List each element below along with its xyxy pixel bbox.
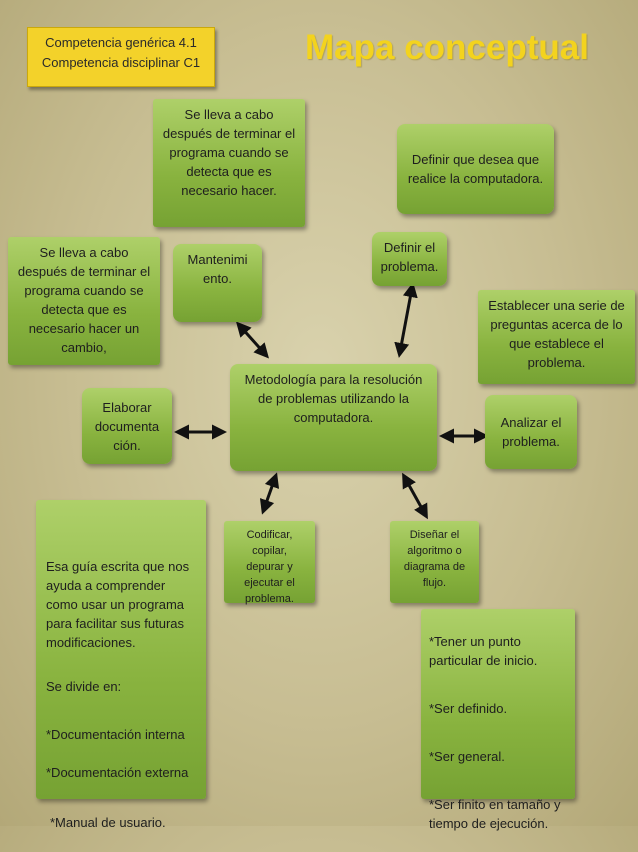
code-step: Codificar, copilar, depurar y ejecutar e… — [224, 521, 315, 605]
document-step: Elaborar documenta ción. — [82, 388, 172, 464]
property-general: *Ser general. — [429, 749, 505, 764]
documentation-manual: *Manual de usuario. — [50, 815, 166, 830]
define-description: Definir que desea que realice la computa… — [397, 124, 554, 214]
maintain-step: Mantenimi ento. — [173, 244, 262, 322]
documentation-internal: *Documentación interna — [46, 727, 185, 742]
maintain-left-description: Se lleva a cabo después de terminar el p… — [8, 237, 160, 365]
documentation-divide: Se divide en: — [46, 679, 122, 694]
center-concept: Metodología para la resolución de proble… — [230, 364, 437, 471]
property-start: *Tener un punto particular de inicio. — [429, 634, 538, 668]
competence-generic-label: Competencia genérica 4.1 — [45, 35, 197, 50]
documentation-intro: Esa guía escrita que nos ayuda a compren… — [46, 559, 190, 650]
arrow-define — [394, 282, 418, 358]
documentation-external: *Documentación externa — [46, 765, 189, 780]
documentation-description: Esa guía escrita que nos ayuda a compren… — [36, 500, 206, 830]
analyze-description: Establecer una serie de preguntas acerca… — [478, 290, 635, 384]
design-step: Diseñar el algoritmo o diagrama de flujo… — [390, 521, 479, 603]
competence-disciplinary-label: Competencia disciplinar C1 — [41, 55, 201, 70]
page-title: Mapa conceptual — [305, 28, 589, 67]
competence-badge: Competencia genérica 4.1 Competencia dis… — [27, 27, 215, 87]
arrow-design — [402, 472, 428, 520]
algorithm-properties: *Tener un punto particular de inicio. *S… — [421, 609, 575, 831]
property-defined: *Ser definido. — [429, 701, 508, 716]
analyze-step: Analizar el problema. — [485, 395, 577, 469]
define-step: Definir el problema. — [372, 232, 447, 286]
arrow-maintain — [236, 321, 269, 359]
property-finite: *Ser finito en tamaño y tiempo de ejecuc… — [429, 797, 561, 831]
maintain-top-description: Se lleva a cabo después de terminar el p… — [153, 99, 305, 227]
connector-arrows — [174, 282, 489, 520]
arrow-code — [259, 472, 280, 515]
